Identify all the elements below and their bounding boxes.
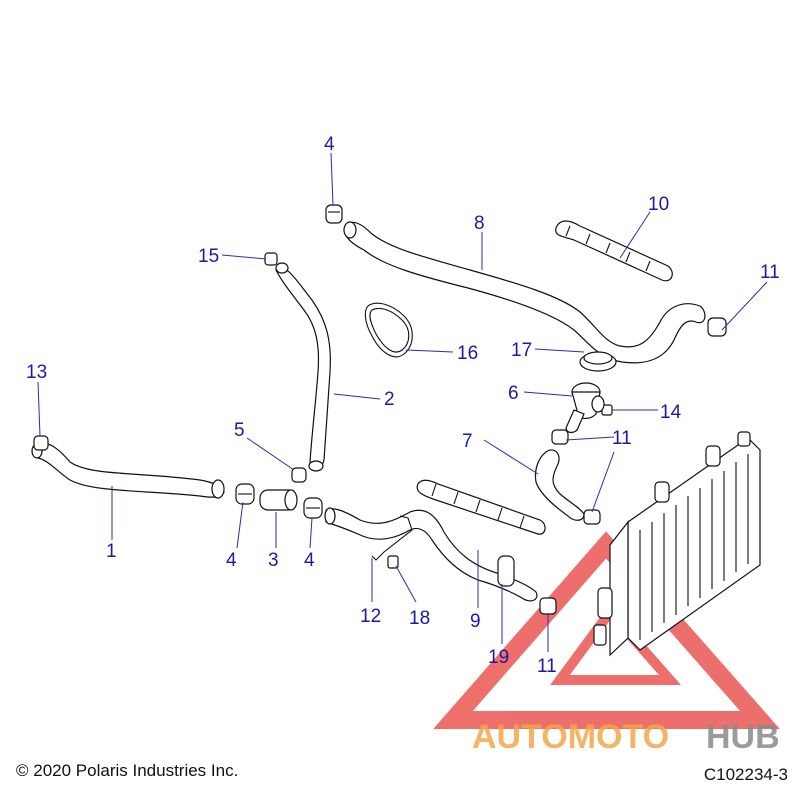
callout-19: 19 xyxy=(488,647,509,668)
clamp-4-left xyxy=(235,483,255,505)
callout-11-top: 11 xyxy=(760,262,780,283)
clamp-11-bottom xyxy=(539,597,557,615)
clamp-11-top xyxy=(707,317,727,337)
callout-17: 17 xyxy=(511,340,532,361)
strap-16 xyxy=(364,302,413,358)
callout-15: 15 xyxy=(198,246,219,267)
callout-11-bottom: 11 xyxy=(537,656,557,677)
clamp-4-top xyxy=(325,204,343,224)
callout-9: 9 xyxy=(470,611,481,632)
callout-6: 6 xyxy=(508,383,519,404)
clamp-5 xyxy=(291,467,307,483)
callout-numbers: 4 8 10 11 15 16 2 17 6 14 11 7 13 5 1 4 … xyxy=(26,134,780,677)
radiator xyxy=(593,431,761,657)
bracket-12 xyxy=(371,515,413,561)
watermark-text-a: AUTOMOTO xyxy=(472,718,669,756)
watermark-text-b: HUB xyxy=(706,718,780,756)
callout-3: 3 xyxy=(268,550,279,571)
hose-8 xyxy=(343,221,706,364)
diagram-code: C102234-3 xyxy=(703,765,788,784)
callout-2: 2 xyxy=(384,389,395,410)
hose-2 xyxy=(275,262,331,472)
watermark-text: AUTOMOTO HUB xyxy=(472,718,780,756)
radiator-cap-17 xyxy=(579,351,617,372)
clamp-4-right xyxy=(303,497,323,519)
callout-13: 13 xyxy=(26,362,47,383)
callout-18: 18 xyxy=(409,608,430,629)
callout-12: 12 xyxy=(360,606,381,627)
callout-5: 5 xyxy=(234,420,245,441)
radiator-fins xyxy=(639,454,749,640)
callout-4-left: 4 xyxy=(226,550,237,571)
callout-4-right: 4 xyxy=(304,550,315,571)
sleeve-10 xyxy=(555,220,673,282)
copyright-text: © 2020 Polaris Industries Inc. xyxy=(16,761,239,780)
callout-8: 8 xyxy=(474,213,485,234)
callout-11-mid: 11 xyxy=(612,428,632,449)
callout-10: 10 xyxy=(648,194,669,215)
bolt-18 xyxy=(387,555,399,569)
hose-9 xyxy=(324,507,538,602)
callout-7: 7 xyxy=(462,431,473,452)
callout-14: 14 xyxy=(660,402,682,423)
hose-1 xyxy=(31,442,225,499)
clamp-15 xyxy=(264,252,278,266)
callout-1: 1 xyxy=(106,541,117,562)
hose-7 xyxy=(534,449,585,521)
callout-16: 16 xyxy=(457,343,478,364)
callout-4-top: 4 xyxy=(324,134,335,155)
connector-3 xyxy=(259,489,298,511)
clamp-13 xyxy=(33,435,49,451)
sleeve-lower xyxy=(416,479,546,535)
filler-neck-6 xyxy=(565,382,605,434)
leader-lines xyxy=(37,152,768,652)
